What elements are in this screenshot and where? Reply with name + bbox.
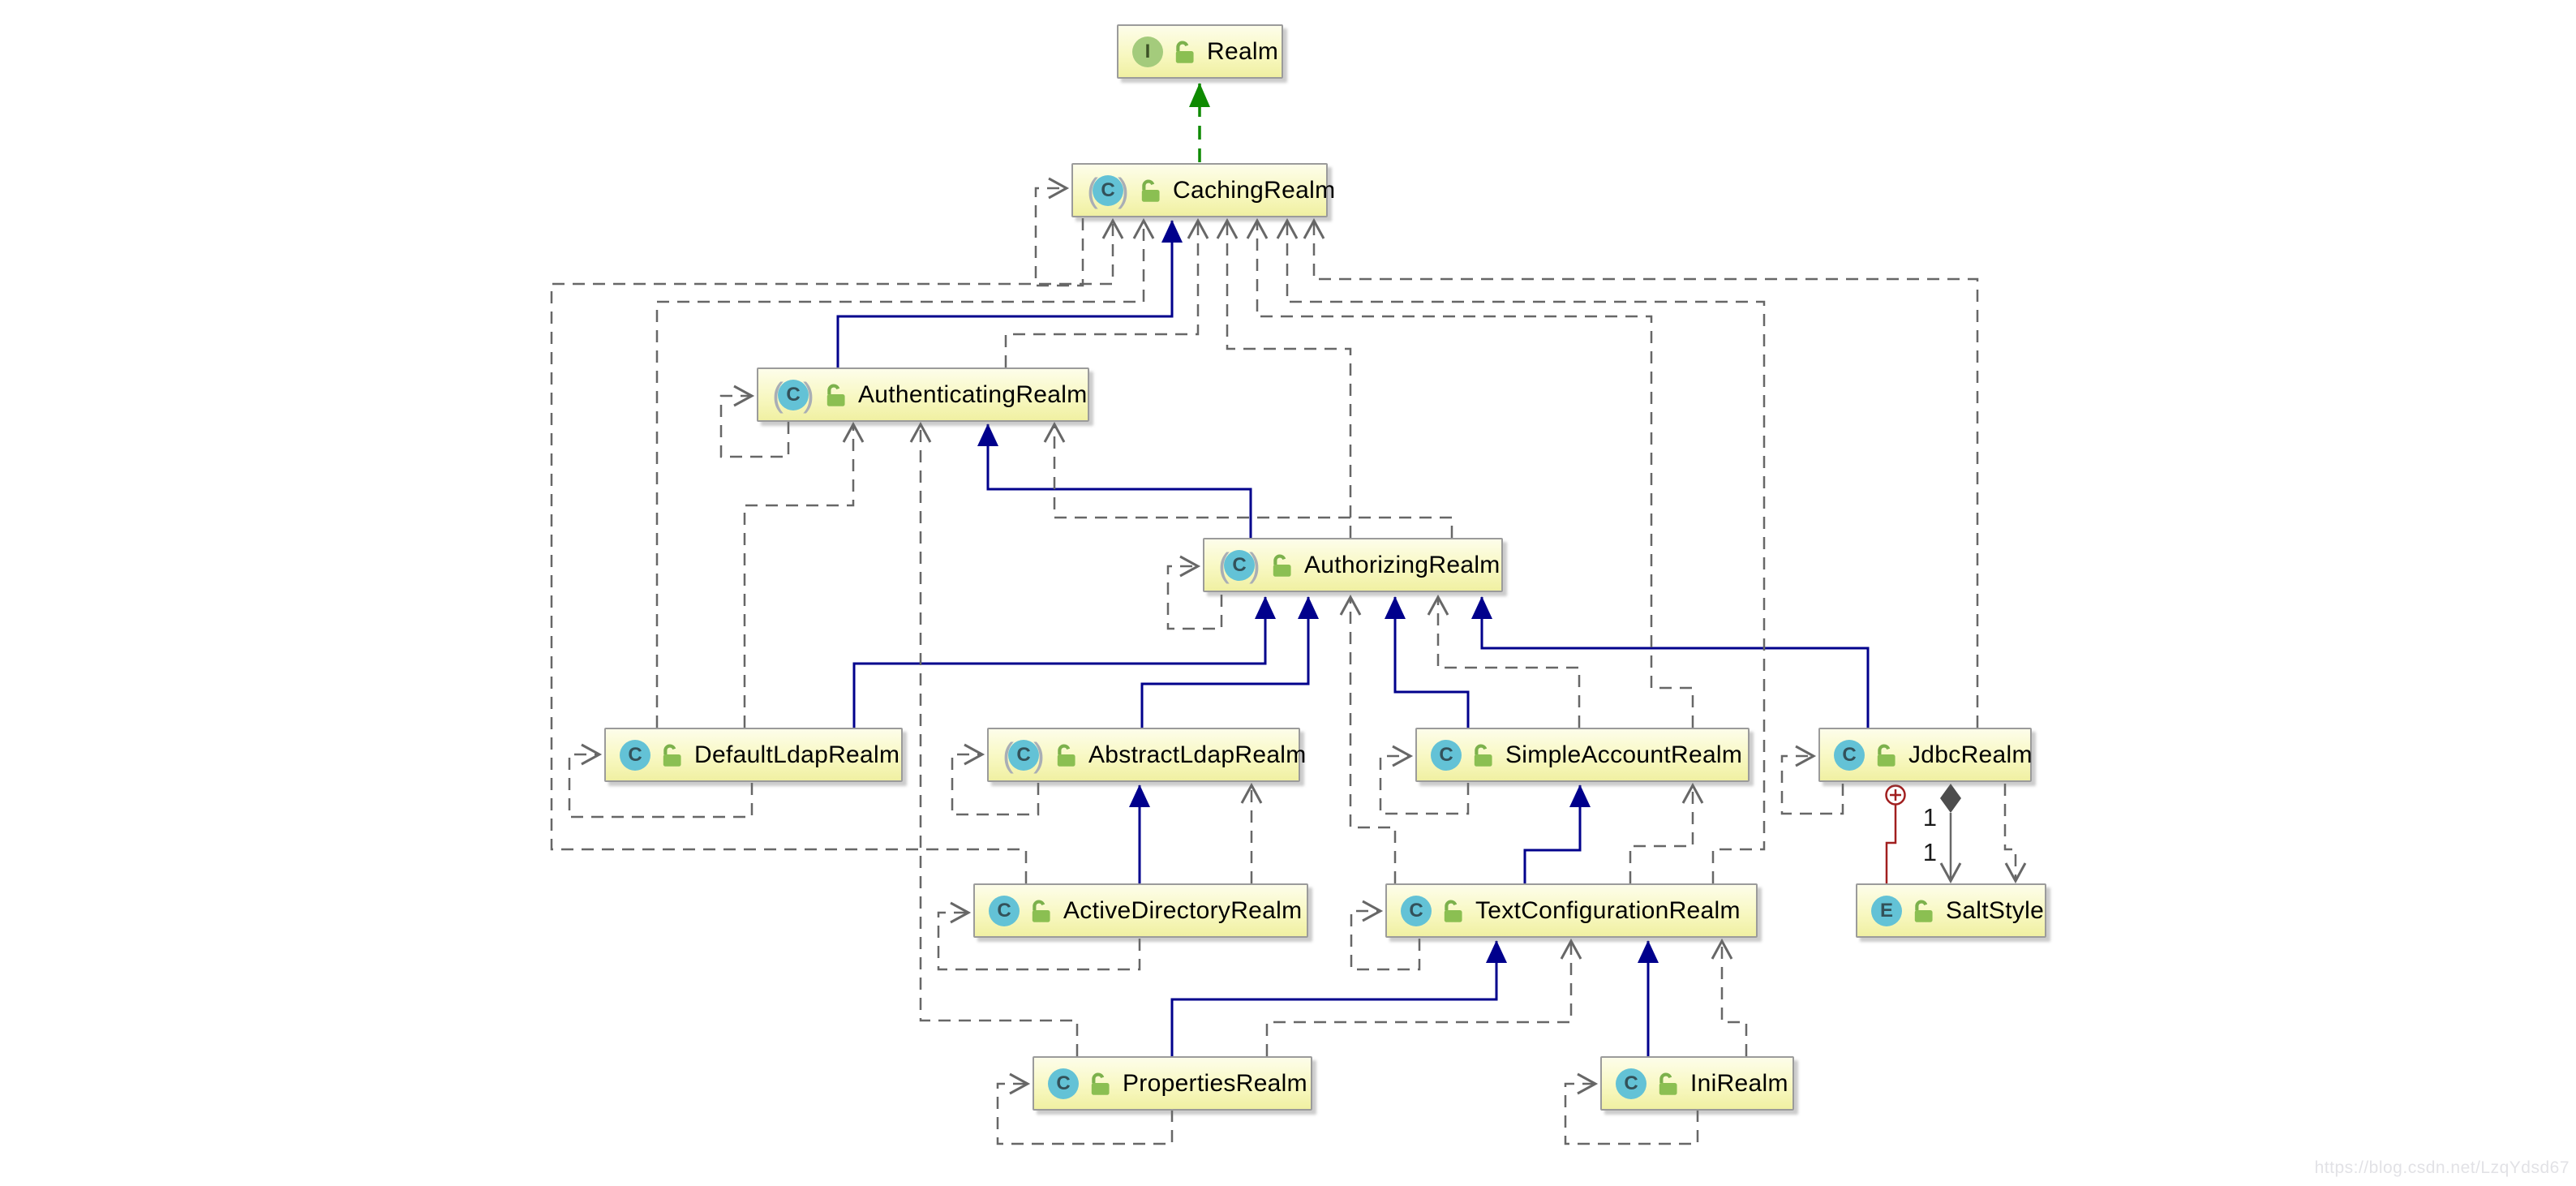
class-name-label: SaltStyle: [1946, 896, 2045, 924]
multiplicity-label-source: 1: [1923, 803, 1937, 831]
abstract-class-icon: (C): [1002, 737, 1045, 771]
public-lock-icon: [663, 744, 681, 767]
class-node-realm[interactable]: I Realm: [1117, 24, 1283, 79]
aggregation-edge: 1 1: [1923, 784, 1962, 884]
class-name-label: AuthenticatingRealm: [858, 380, 1088, 408]
public-lock-icon: [1091, 1072, 1110, 1095]
inner-class-edge: [1885, 784, 1906, 883]
inheritance-edges: [836, 220, 1870, 1056]
class-node-textconfigurationrealm[interactable]: C TextConfigurationRealm: [1385, 883, 1758, 938]
class-node-cachingrealm[interactable]: (C) CachingRealm: [1071, 163, 1335, 217]
class-name-label: PropertiesRealm: [1123, 1069, 1307, 1097]
class-name-label: ActiveDirectoryRealm: [1063, 896, 1303, 924]
class-node-activedirectoryrealm[interactable]: C ActiveDirectoryRealm: [973, 883, 1308, 938]
abstract-class-icon: (C): [772, 377, 814, 411]
class-name-label: IniRealm: [1690, 1069, 1788, 1097]
class-name-label: JdbcRealm: [1908, 741, 2033, 768]
public-lock-icon: [1032, 900, 1050, 922]
public-lock-icon: [1877, 744, 1896, 767]
public-lock-icon: [1914, 900, 1933, 922]
class-node-jdbcrealm[interactable]: C JdbcRealm: [1818, 728, 2032, 782]
class-icon: C: [1616, 1068, 1646, 1099]
class-node-inirealm[interactable]: C IniRealm: [1600, 1056, 1794, 1111]
public-lock-icon: [1474, 744, 1492, 767]
public-lock-icon: [1057, 744, 1075, 767]
class-node-abstractldaprealm[interactable]: (C) AbstractLdapRealm: [987, 728, 1306, 782]
class-icon: C: [620, 739, 650, 771]
class-node-authorizingrealm[interactable]: (C) AuthorizingRealm: [1203, 538, 1503, 592]
enum-node-saltstyle[interactable]: E SaltStyle: [1856, 883, 2046, 938]
public-lock-icon: [1444, 900, 1462, 922]
class-node-simpleaccountrealm[interactable]: C SimpleAccountRealm: [1415, 728, 1750, 782]
class-name-label: Realm: [1207, 37, 1279, 65]
class-name-label: DefaultLdapRealm: [694, 741, 900, 768]
class-icon: C: [1431, 739, 1462, 771]
public-lock-icon: [826, 384, 845, 406]
dependency-edges: [550, 217, 2027, 1056]
class-name-label: AuthorizingRealm: [1304, 551, 1501, 578]
public-lock-icon: [1141, 179, 1160, 202]
enum-icon: E: [1871, 895, 1902, 926]
abstract-class-icon: (C): [1218, 548, 1260, 582]
class-name-label: AbstractLdapRealm: [1088, 741, 1307, 768]
class-name-label: SimpleAccountRealm: [1505, 741, 1743, 768]
public-lock-icon: [1175, 41, 1194, 63]
class-node-propertiesrealm[interactable]: C PropertiesRealm: [1033, 1056, 1312, 1111]
public-lock-icon: [1273, 554, 1291, 577]
class-node-defaultldaprealm[interactable]: C DefaultLdapRealm: [604, 728, 903, 782]
class-icon: C: [1834, 739, 1865, 771]
interface-icon: I: [1132, 36, 1163, 67]
self-dependency-loops: [568, 177, 1844, 1145]
watermark-url: https://blog.csdn.net/LzqYdsd67: [2314, 1158, 2570, 1177]
class-name-label: TextConfigurationRealm: [1475, 896, 1741, 924]
public-lock-icon: [1659, 1072, 1677, 1095]
abstract-class-icon: (C): [1087, 173, 1129, 207]
multiplicity-label-target: 1: [1923, 838, 1937, 866]
class-node-authenticatingrealm[interactable]: (C) AuthenticatingRealm: [757, 367, 1089, 422]
class-icon: C: [989, 895, 1020, 926]
class-icon: C: [1401, 895, 1432, 926]
class-icon: C: [1048, 1068, 1079, 1099]
class-name-label: CachingRealm: [1173, 176, 1336, 204]
